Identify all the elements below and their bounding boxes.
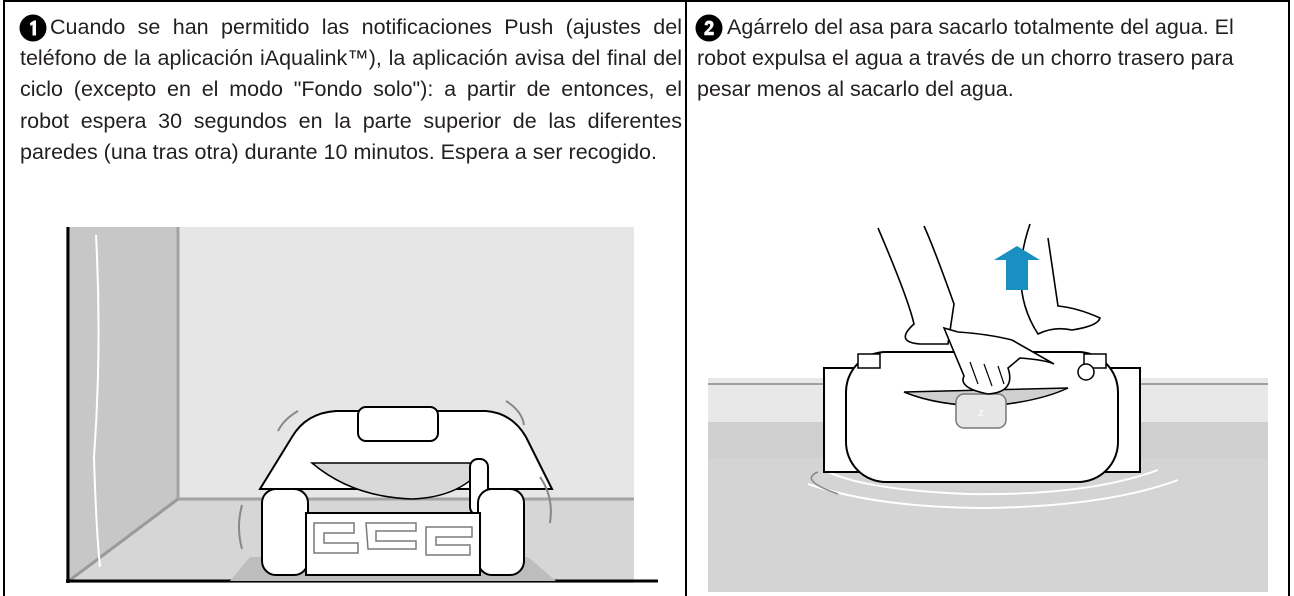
step-1-text-block: Cuando se han permitido las notificacion…	[20, 12, 682, 168]
robot-lift-illustration: z	[708, 223, 1268, 592]
table-top-border	[3, 0, 1290, 2]
step-1-text: Cuando se han permitido las notificacion…	[20, 15, 682, 164]
table-left-border	[3, 0, 5, 596]
svg-text:z: z	[978, 407, 984, 419]
up-arrow-icon	[994, 246, 1040, 290]
table-center-divider	[685, 0, 687, 596]
table-right-border	[1288, 0, 1290, 596]
number-two-circle-icon	[695, 14, 723, 42]
step-2-text: Agárrelo del asa para sacarlo totalmente…	[697, 15, 1234, 102]
robot-at-wall-illustration	[66, 227, 658, 583]
step-2-text-block: Agárrelo del asa para sacarlo totalmente…	[697, 12, 1281, 106]
number-one-circle-icon	[19, 14, 47, 42]
